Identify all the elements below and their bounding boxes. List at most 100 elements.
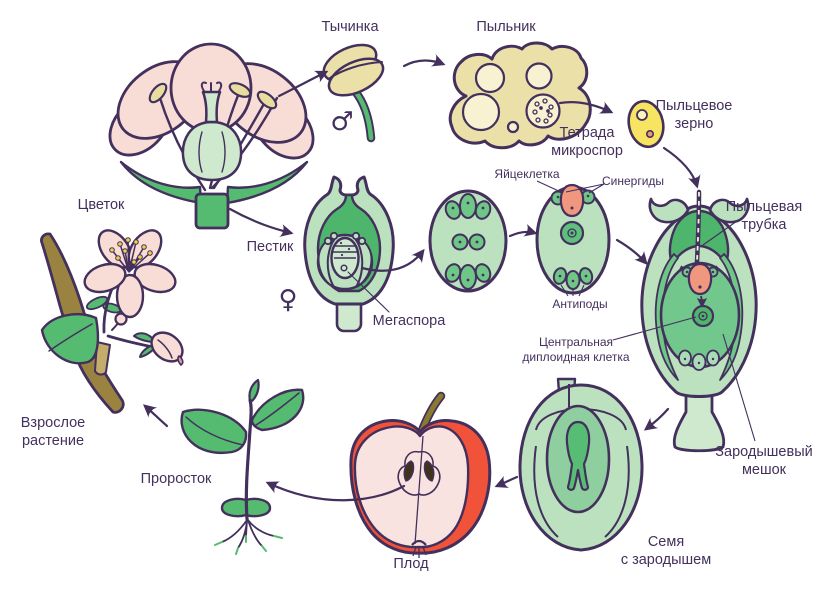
cell	[459, 193, 477, 219]
integument-finger	[357, 236, 367, 246]
sepal	[225, 160, 309, 205]
vegetative-nucleus	[636, 109, 648, 121]
label-antipodes: Антиподы	[552, 297, 607, 311]
leaf-midvein	[255, 392, 300, 426]
cell-dot	[347, 247, 351, 251]
petal	[115, 273, 145, 319]
arrow-megaspore-to-sac1	[360, 248, 425, 272]
petal	[83, 262, 127, 294]
arrow-seedling-to-adult	[142, 404, 169, 428]
pollen-sac	[461, 92, 501, 132]
arrow-flower-to-stamen	[277, 70, 329, 98]
flower-cross-section-illustration	[108, 42, 315, 230]
label-pistil: Пестик	[247, 239, 294, 255]
embryo-sac-mature-illustration	[535, 180, 611, 297]
apple-core-outline	[397, 450, 441, 496]
label-embryo-sac-line2: мешок	[742, 462, 787, 478]
label-central-cell-line1: Центральная	[539, 335, 613, 349]
cell-dot	[340, 253, 344, 257]
male-symbol: ♂	[330, 107, 353, 137]
seedling-illustration	[180, 378, 305, 555]
label-megaspore: Мегаспора	[373, 313, 447, 329]
cell	[459, 264, 477, 290]
anther-center	[506, 120, 520, 134]
ovule-stalk	[672, 386, 726, 453]
leaf-midvein	[185, 416, 244, 446]
cycle-arrows	[142, 54, 701, 502]
arrow-pollen-to-ovule	[662, 146, 701, 189]
bud-tip	[177, 355, 184, 366]
apple-calyx-whiskers	[412, 546, 427, 558]
integument-finger	[351, 231, 361, 241]
label-seed-line1: Семя	[648, 534, 684, 550]
label-leader-lines	[536, 180, 605, 297]
fertilization-illustration	[612, 189, 758, 453]
apple-seed	[423, 460, 435, 482]
leader-line-megaspore	[347, 271, 390, 313]
cell-dot	[701, 314, 705, 318]
cell-dot	[570, 206, 574, 210]
stamen-illustration	[322, 43, 385, 143]
label-pollen-grain-line2: зерно	[675, 116, 714, 132]
ovary-detail-line	[198, 131, 226, 173]
anther-tip	[228, 82, 252, 98]
integument-finger	[329, 231, 339, 241]
anther-tip	[148, 82, 168, 104]
arrow-flower-to-pistil	[228, 207, 294, 237]
tetrad-division-lines	[333, 245, 357, 259]
embryo-shape	[565, 420, 591, 491]
stigma-horn-left	[648, 197, 690, 224]
apple-illustration	[349, 391, 492, 558]
flower-stem	[194, 192, 230, 230]
arrow-sac1-to-sac2	[508, 223, 538, 238]
integument-left	[317, 239, 335, 288]
stamen-dots	[109, 237, 153, 265]
label-stamen: Тычинка	[321, 19, 379, 35]
pollen-grain-illustration	[627, 99, 665, 149]
label-pollen-tube-line1: Пыльцевая	[726, 199, 803, 215]
small-bud	[114, 312, 128, 326]
label-leader-lines	[612, 220, 756, 442]
cell-dots	[683, 270, 715, 365]
cell-dot	[339, 241, 343, 245]
cell-dot	[698, 285, 702, 289]
apple-center-line	[414, 435, 424, 545]
label-tetrad-line2: микроспор	[551, 143, 623, 159]
label-central-cell-line2: диплоидная клетка	[522, 350, 630, 364]
megaspore-nucleus	[340, 264, 348, 272]
cell-dots	[451, 201, 485, 282]
leaf-midvein	[48, 323, 93, 352]
stamen-anther-front	[327, 57, 385, 97]
ovary	[181, 120, 243, 182]
central-cell-ring	[698, 311, 708, 321]
pollen-tube-dashes	[696, 191, 700, 263]
label-flower: Цветок	[78, 197, 125, 213]
label-tetrad-line1: Тетрада	[560, 125, 616, 141]
tetrad-dots	[532, 98, 554, 124]
style	[201, 90, 222, 124]
label-pollen-grain-line1: Пыльцевое	[656, 98, 733, 114]
roots	[221, 519, 275, 549]
branch-leaf	[40, 313, 100, 365]
cell-dots	[556, 194, 590, 283]
diagram-labels: Тычинка Пыльник Тетрада микроспор Пыльце…	[21, 19, 813, 572]
label-egg-cell: Яйцеклетка	[494, 167, 559, 181]
label-adult-plant-line1: Взрослое	[21, 415, 85, 431]
seedling-stem	[244, 398, 253, 521]
female-symbol: ♀	[278, 285, 297, 315]
cell-dot	[570, 231, 574, 235]
integument-finger	[323, 236, 333, 246]
pollen-sac	[525, 62, 553, 90]
adult-plant-illustration	[40, 229, 184, 414]
label-adult-plant-line2: растение	[22, 433, 84, 449]
egg-cell-shape	[687, 262, 713, 296]
apple-flesh	[353, 425, 470, 549]
petal	[133, 262, 177, 294]
central-cell-ring	[567, 228, 577, 238]
arrow-sac2-to-fertilization	[615, 238, 648, 265]
apple-seed	[403, 460, 415, 482]
bud-petal-line	[157, 339, 173, 359]
arrow-stamen-to-anther	[402, 54, 446, 68]
